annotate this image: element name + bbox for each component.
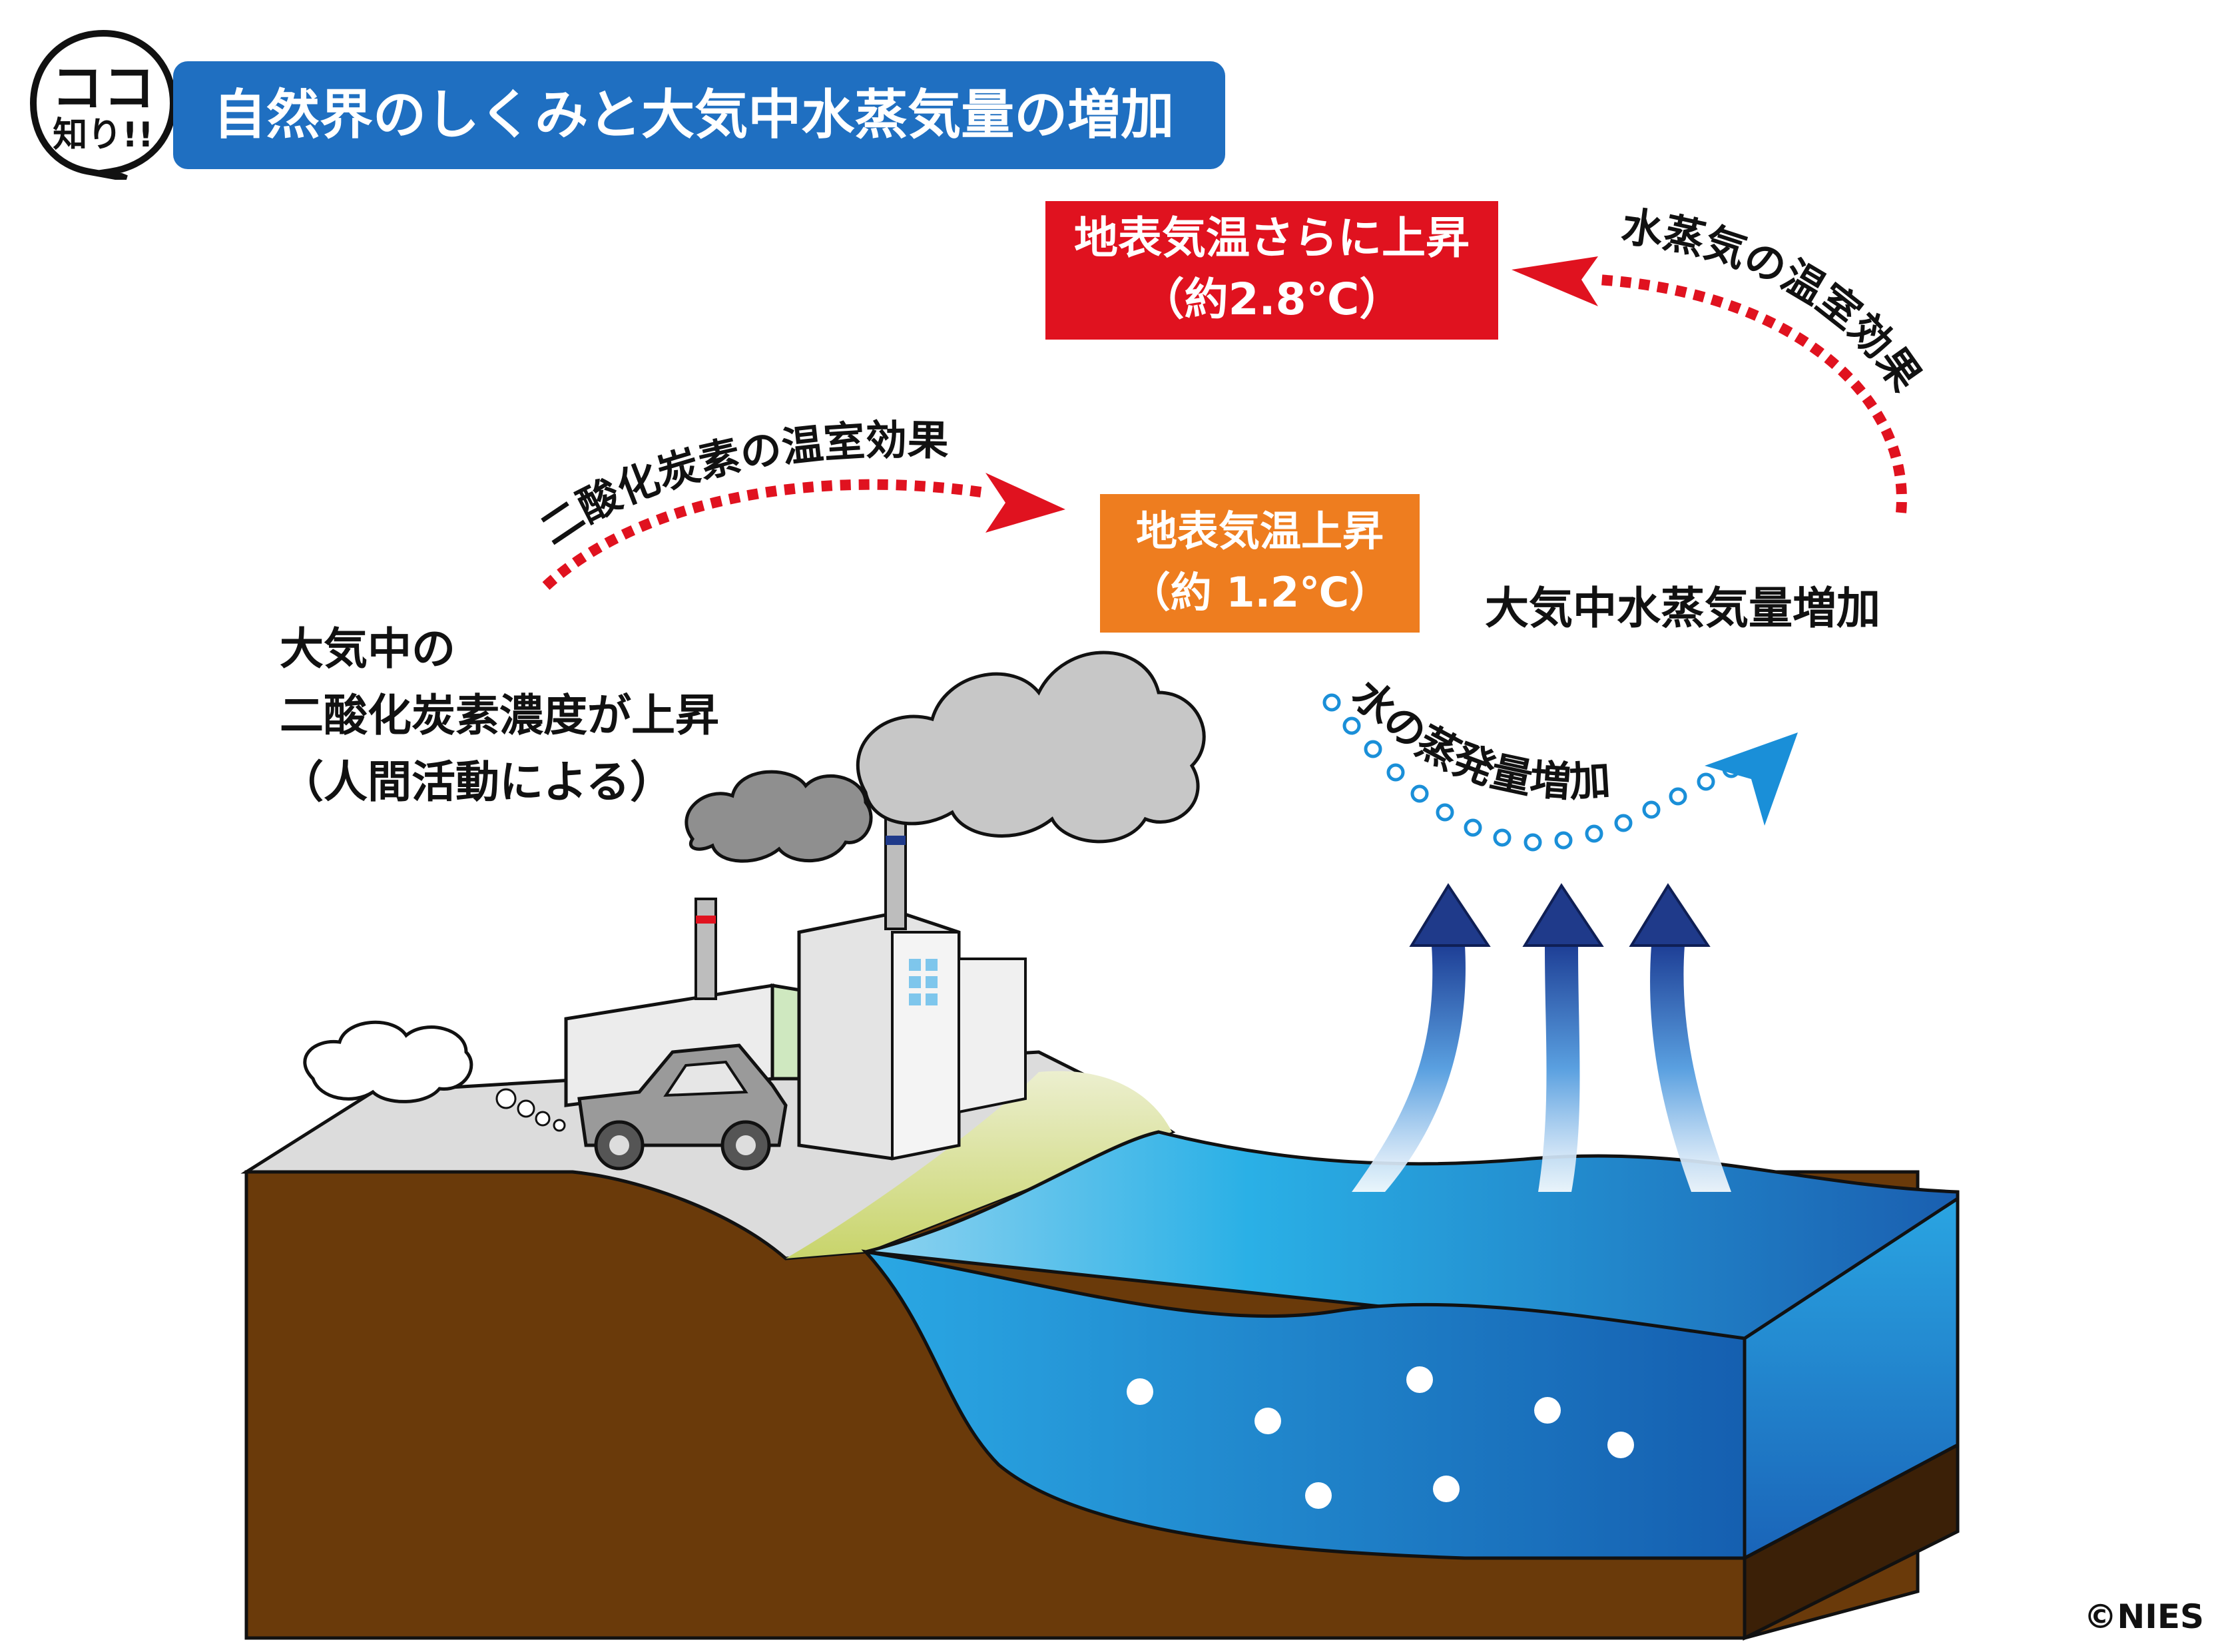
co2-concentration-label: 大気中の 二酸化炭素濃度が上昇 （人間活動による） xyxy=(280,623,719,808)
evaporation-arrow-2 xyxy=(1522,883,1604,1192)
evaporation-arrowhead xyxy=(1705,732,1798,826)
power-plant-tower xyxy=(797,814,1027,1161)
vapor-greenhouse-label: 水蒸気の温室効果 xyxy=(1619,202,1930,400)
smoke-cloud-large xyxy=(856,651,1206,844)
sea xyxy=(861,1130,1960,1561)
evaporation-increase-arrow xyxy=(1322,693,1741,852)
badge-text-shiri: 知り!! xyxy=(53,115,154,155)
co2-greenhouse-arrow xyxy=(542,473,1065,590)
evaporation-label: 水の蒸発量増加 xyxy=(1343,670,1612,806)
title-bar xyxy=(173,61,1225,169)
temp-rise-line1: 地表気温上昇 xyxy=(1135,507,1384,555)
temp-rise-line2: （約 1.2℃） xyxy=(1129,568,1391,617)
evaporation-arrow-3 xyxy=(1629,883,1731,1192)
evaporation-arrow-1 xyxy=(1352,883,1491,1192)
car xyxy=(577,1043,788,1171)
temp-rise-further-box: 地表気温さらに上昇 （約2.8℃） xyxy=(1045,201,1498,340)
koko-shiri-badge-icon xyxy=(29,29,177,180)
copyright: ©NIES xyxy=(2083,1597,2204,1636)
badge-text-koko: ココ xyxy=(51,59,155,119)
temp-rise-box: 地表気温上昇 （約 1.2℃） xyxy=(1100,494,1420,633)
smoke-cloud-small xyxy=(685,770,873,863)
page-title: 自然界のしくみと大気中水蒸気量の増加 xyxy=(213,84,1175,146)
temp-rise-further-line1: 地表気温さらに上昇 xyxy=(1074,212,1470,264)
vapor-greenhouse-arrow xyxy=(1512,256,1907,513)
exhaust-cloud xyxy=(303,1020,566,1132)
water-vapor-increase-label: 大気中水蒸気量増加 xyxy=(1485,583,1880,634)
temp-rise-further-line2: （約2.8℃） xyxy=(1140,274,1404,325)
